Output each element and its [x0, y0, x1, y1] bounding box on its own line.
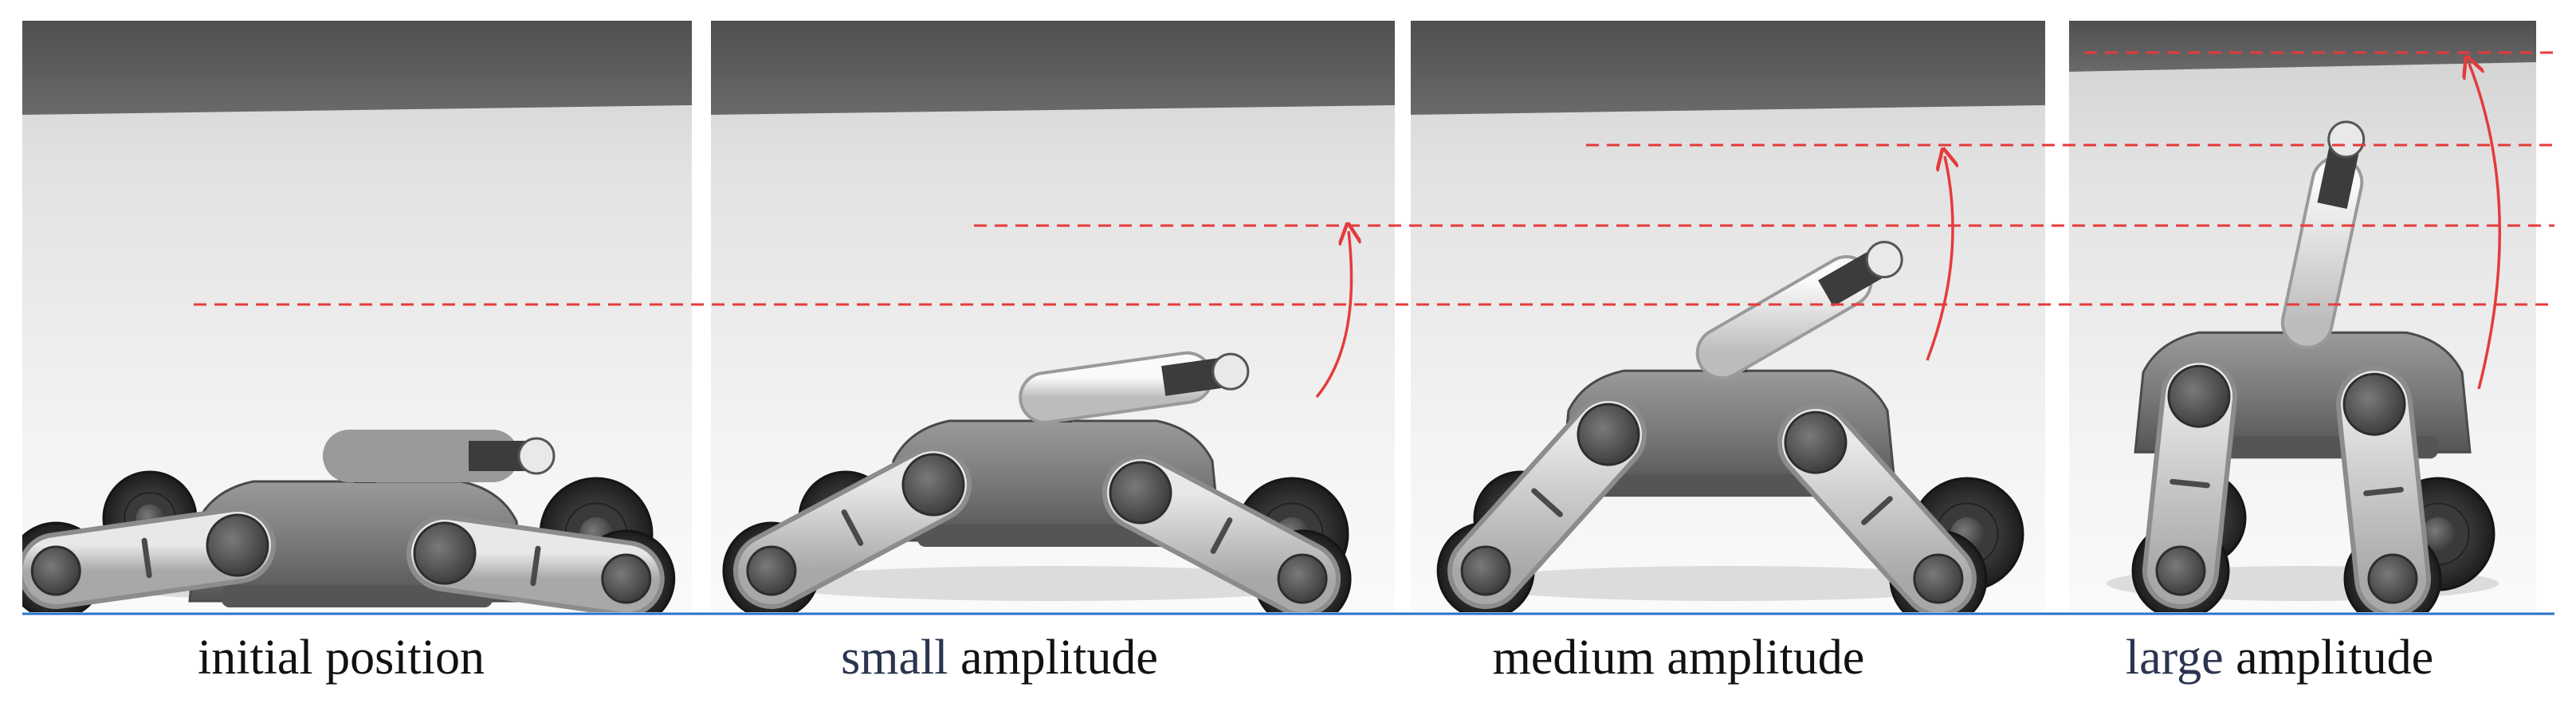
robot-shadow	[1461, 566, 1995, 601]
caption-medium-amplitude: medium amplitude	[1471, 630, 1886, 686]
front-left-leg-top-foot-joint	[2155, 545, 2206, 596]
front-right-leg-top-foot-joint	[1277, 553, 1328, 604]
front-left-leg-top-slot	[141, 537, 152, 579]
panel-large-amplitude	[2069, 21, 2536, 612]
robot-arm-gripper-tip	[1211, 352, 1250, 391]
caption-small-amplitude: small amplitude	[816, 630, 1183, 686]
panel-wall	[2069, 21, 2536, 72]
robot-arm-gripper-tip	[2327, 120, 2366, 159]
front-right-leg-top-foot-joint	[2367, 553, 2418, 604]
front-left-leg-top-foot-joint	[746, 545, 797, 596]
robot-shadow	[765, 566, 1341, 601]
panel-wall	[22, 21, 692, 115]
front-left-leg-top-hip-joint	[206, 513, 269, 577]
caption-large-amplitude-word: amplitude	[2223, 631, 2434, 685]
chassis-skirt	[917, 525, 1188, 548]
front-right-leg-top-hip-joint	[1784, 411, 1848, 474]
caption-initial-position: initial position	[182, 630, 501, 686]
caption-medium-amplitude-text: medium amplitude	[1492, 631, 1865, 685]
chassis-skirt	[222, 584, 493, 607]
front-right-leg-top-slot	[1210, 517, 1233, 554]
front-left-leg-top-slot	[1531, 488, 1563, 517]
caption-large-word: large	[2125, 631, 2224, 685]
arrow-small-amplitude	[1315, 231, 1352, 399]
front-left-leg-top-slot	[841, 509, 864, 546]
panel-wall	[711, 21, 1395, 115]
front-left-leg-top-foot-joint	[30, 545, 81, 596]
caption-initial-position-text: initial position	[198, 631, 485, 685]
front-right-leg-top-foot-joint	[1913, 553, 1964, 604]
panel-wall	[1411, 21, 2045, 115]
front-right-leg-top-slot	[530, 545, 541, 587]
arrow-medium-amplitude	[1926, 156, 1953, 361]
panel-small-amplitude	[711, 21, 1395, 612]
front-right-leg-top-slot	[1861, 496, 1893, 525]
front-left-leg-top-hip-joint	[1577, 403, 1640, 466]
front-left-leg-top-foot-joint	[1460, 545, 1511, 596]
chassis-skirt	[1592, 474, 1863, 497]
robot-arm-gripper-tip	[1865, 241, 1903, 279]
front-right-leg-top-hip-joint	[2342, 372, 2406, 436]
robot-arm-gripper-tip	[517, 437, 556, 475]
rear-right-wheel-hub	[2421, 517, 2455, 551]
front-right-leg-top-hip-joint	[1109, 461, 1172, 525]
arrow-large-amplitude	[2469, 64, 2501, 390]
front-right-leg-top-hip-joint	[413, 521, 477, 585]
caption-small-amplitude-word: amplitude	[948, 631, 1158, 685]
panel-medium-amplitude	[1411, 21, 2045, 612]
caption-large-amplitude: large amplitude	[2104, 630, 2455, 686]
front-left-leg-top-slot	[2170, 478, 2210, 489]
front-left-leg-top-hip-joint	[2167, 364, 2231, 428]
front-right-leg-top-slot	[2363, 486, 2404, 497]
front-left-leg-top-hip-joint	[901, 453, 965, 517]
front-right-leg-top-foot-joint	[601, 553, 652, 604]
panel-initial-position	[22, 21, 692, 612]
caption-small-word: small	[841, 631, 948, 685]
